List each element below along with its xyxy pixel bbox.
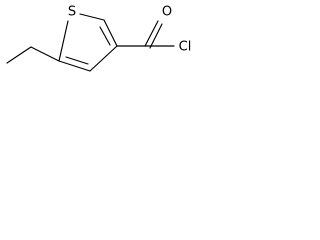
oxygen-atom-label: O — [162, 5, 172, 20]
ethyl-terminal-bond — [6, 46, 32, 64]
carbonyl-double-bond-a — [144, 20, 159, 47]
ring-double-bond-inner-c2-c3 — [99, 26, 111, 46]
chemical-structure-diagram: S O Cl — [6, 5, 192, 72]
chlorine-atom-label: Cl — [179, 40, 192, 55]
ring-bond-s-c2 — [79, 13, 105, 21]
ring-bond-c3-c4 — [89, 45, 118, 72]
ring-bond-s-c5 — [58, 20, 69, 62]
carbonyl-double-bond-b — [149, 23, 163, 49]
ethyl-ring-bond — [30, 46, 60, 62]
sulfur-atom-label: S — [68, 5, 76, 20]
ring-bond-c2-c3 — [103, 19, 118, 47]
ring-bond-c4-c5 — [58, 60, 91, 72]
ring-double-bond-inner-c4-c5 — [65, 56, 89, 65]
